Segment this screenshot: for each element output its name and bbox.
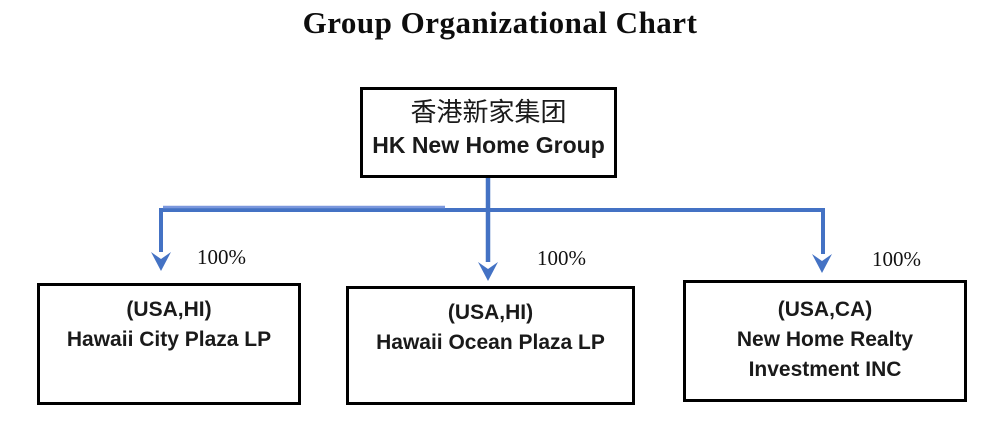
child-company-name: Hawaii City Plaza LP (66, 328, 272, 351)
node-hk-new-home-group: 香港新家集团 HK New Home Group (360, 87, 617, 178)
node-hawaii-city-plaza-lp: (USA,HI) Hawaii City Plaza LP (37, 283, 301, 405)
node-new-home-realty-investment-inc: (USA,CA) New Home Realty Investment INC (683, 280, 967, 402)
child-jurisdiction: (USA,HI) (126, 298, 212, 321)
child-company-name: Hawaii Ocean Plaza LP (376, 331, 605, 354)
right-arrowhead-icon (812, 254, 832, 273)
root-name-chinese: 香港新家集团 (410, 98, 567, 127)
center-arrowhead-icon (478, 262, 498, 281)
ownership-label-center: 100% (537, 246, 586, 270)
root-name-english: HK New Home Group (372, 132, 605, 158)
chart-title: Group Organizational Chart (302, 5, 698, 40)
child-jurisdiction: (USA,HI) (447, 301, 534, 324)
ownership-label-right: 100% (872, 247, 921, 271)
left-arrowhead-icon (151, 252, 171, 271)
connector-rail (159, 208, 825, 254)
child-company-name-line2: Investment INC (748, 358, 902, 381)
node-hawaii-ocean-plaza-lp: (USA,HI) Hawaii Ocean Plaza LP (346, 286, 635, 405)
ownership-label-left: 100% (197, 245, 246, 269)
child-company-name: New Home Realty (736, 328, 914, 351)
child-jurisdiction: (USA,CA) (777, 298, 873, 321)
